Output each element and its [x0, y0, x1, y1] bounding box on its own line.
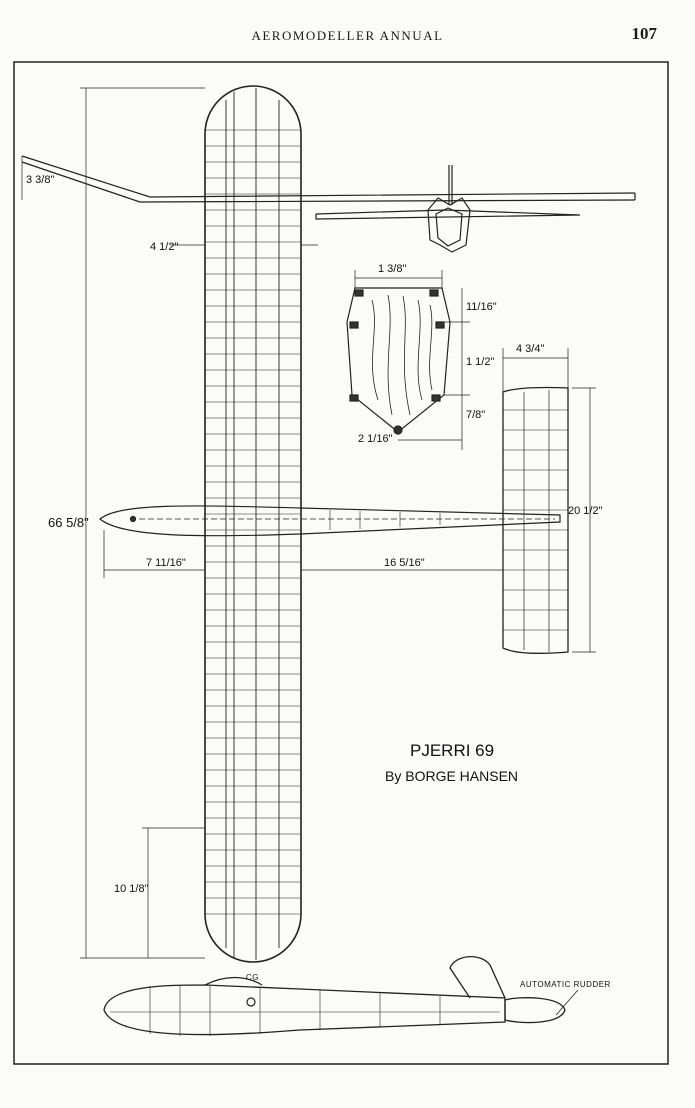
side-elevation: [103, 956, 579, 1036]
fuselage-plan: [99, 505, 561, 537]
wing-plan: [204, 85, 302, 963]
page-number: 107: [631, 24, 658, 43]
fuselage-section: [346, 287, 451, 435]
dim-wing-chord: 4 1/2": [150, 241, 178, 253]
automatic-rudder-label: AUTOMATIC RUDDER: [520, 980, 611, 989]
dim-dihedral: 3 3/8": [26, 174, 54, 186]
dim-tail-chord: 4 3/4": [516, 343, 544, 355]
drawing-title: PJERRI 69: [410, 741, 494, 760]
dim-section-width-top: 1 3/8": [378, 263, 406, 275]
tailplane-plan: [502, 386, 569, 654]
plate-border: [13, 61, 669, 1065]
cg-label: CG: [246, 973, 259, 982]
dim-section-height-c: 7/8": [466, 409, 485, 421]
dim-section-height-a: 11/16": [466, 301, 497, 313]
running-header: AEROMODELLER ANNUAL: [251, 28, 444, 43]
drawing-author: By BORGE HANSEN: [385, 768, 518, 784]
dim-tail-span: 20 1/2": [568, 505, 603, 517]
dim-tip-length: 10 1/8": [114, 883, 149, 895]
dim-section-width-bottom: 2 1/16": [358, 433, 393, 445]
dim-section-height-b: 1 1/2": [466, 356, 494, 368]
dim-tail-moment: 16 5/16": [384, 557, 425, 569]
dim-span: 66 5/8": [48, 515, 89, 530]
front-elevation: [21, 155, 636, 253]
dimension-lines: [21, 87, 596, 959]
dim-nose-moment: 7 11/16": [146, 557, 186, 569]
